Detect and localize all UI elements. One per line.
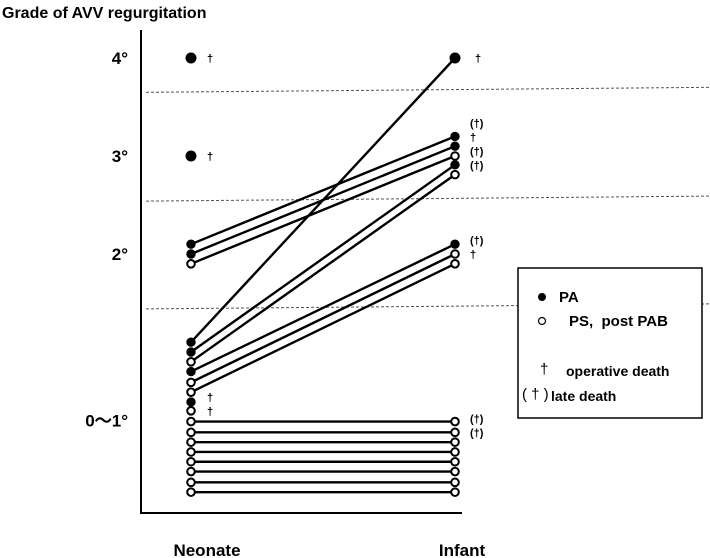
operative-death-mark: † bbox=[207, 392, 213, 404]
ps-point bbox=[186, 357, 196, 367]
legend-dagger-icon: † bbox=[540, 361, 548, 378]
legend: PA PS, post PAB † operative death ( † ) … bbox=[517, 267, 703, 419]
legend-filled-circle-icon bbox=[538, 293, 546, 301]
ps-point bbox=[186, 406, 196, 416]
late-death-mark: (†) bbox=[470, 160, 484, 172]
y-tick-label: 2° bbox=[112, 245, 128, 264]
operative-death-mark: † bbox=[207, 53, 213, 65]
grade-boundary-line bbox=[145, 86, 710, 93]
legend-open-circle-icon bbox=[537, 316, 547, 326]
ps-point bbox=[186, 377, 196, 388]
grade-boundary-line bbox=[145, 195, 710, 202]
pa-point bbox=[185, 150, 197, 162]
ps-point bbox=[186, 447, 196, 457]
pa-point bbox=[186, 249, 196, 259]
ps-point bbox=[186, 487, 196, 497]
pa-point bbox=[450, 131, 460, 142]
late-death-mark: (†) bbox=[470, 146, 484, 158]
ps-point bbox=[186, 437, 196, 447]
late-death-mark: (†) bbox=[470, 427, 484, 439]
operative-death-mark: † bbox=[470, 132, 476, 144]
pa-point bbox=[186, 397, 196, 407]
ps-point bbox=[450, 466, 460, 477]
ps-point bbox=[450, 151, 460, 161]
legend-label-pa: PA bbox=[559, 289, 579, 306]
late-death-mark: (†) bbox=[470, 118, 484, 130]
pa-point bbox=[450, 141, 460, 151]
ps-point bbox=[186, 259, 196, 269]
operative-death-mark: † bbox=[475, 53, 481, 65]
patient-line bbox=[190, 163, 456, 353]
ps-point bbox=[450, 427, 460, 438]
patient-line bbox=[190, 135, 456, 246]
legend-label-operative-death: operative death bbox=[566, 363, 669, 379]
chart-title: Grade of AVV regurgitation bbox=[2, 5, 206, 22]
pa-point bbox=[450, 160, 460, 170]
ps-point bbox=[450, 447, 460, 457]
patient-line bbox=[190, 57, 456, 344]
pa-point bbox=[185, 52, 197, 64]
patient-line bbox=[190, 154, 456, 265]
patient-line bbox=[190, 262, 456, 394]
patient-line bbox=[190, 173, 456, 363]
pa-point bbox=[186, 347, 196, 357]
y-tick-label: 3° bbox=[112, 147, 128, 166]
ps-point bbox=[450, 437, 460, 447]
patient-line bbox=[190, 252, 456, 384]
ps-point bbox=[186, 456, 196, 467]
ps-point bbox=[450, 169, 460, 180]
ps-point bbox=[450, 259, 460, 269]
patient-line bbox=[190, 243, 456, 373]
x-label-infant: Infant bbox=[439, 541, 486, 558]
operative-death-mark: † bbox=[470, 249, 476, 261]
pa-point bbox=[186, 366, 196, 377]
ps-point bbox=[450, 477, 460, 488]
ps-point bbox=[186, 477, 196, 488]
ps-point bbox=[450, 416, 460, 427]
y-tick-label: 4° bbox=[112, 49, 128, 68]
late-death-mark: (†) bbox=[470, 235, 484, 247]
y-tick-label: 0～1° bbox=[85, 412, 128, 431]
ps-point bbox=[186, 387, 196, 397]
operative-death-mark: † bbox=[207, 406, 213, 418]
ps-point bbox=[186, 427, 196, 438]
x-label-neonate: Neonate bbox=[173, 541, 240, 558]
operative-death-mark: † bbox=[207, 151, 213, 163]
legend-label-late-death: late death bbox=[551, 388, 616, 404]
ps-point bbox=[186, 416, 196, 427]
legend-label-ps: PS, post PAB bbox=[569, 313, 668, 330]
ps-point bbox=[450, 456, 460, 467]
pa-point bbox=[450, 239, 460, 249]
pa-point bbox=[186, 239, 196, 249]
legend-box bbox=[517, 267, 703, 419]
ps-point bbox=[450, 487, 460, 497]
late-death-mark: (†) bbox=[470, 413, 484, 425]
pa-point bbox=[186, 337, 196, 347]
pa-point bbox=[449, 52, 461, 64]
ps-point bbox=[450, 249, 460, 259]
legend-paren-dagger-icon: ( † ) bbox=[522, 386, 549, 403]
ps-point bbox=[186, 466, 196, 477]
